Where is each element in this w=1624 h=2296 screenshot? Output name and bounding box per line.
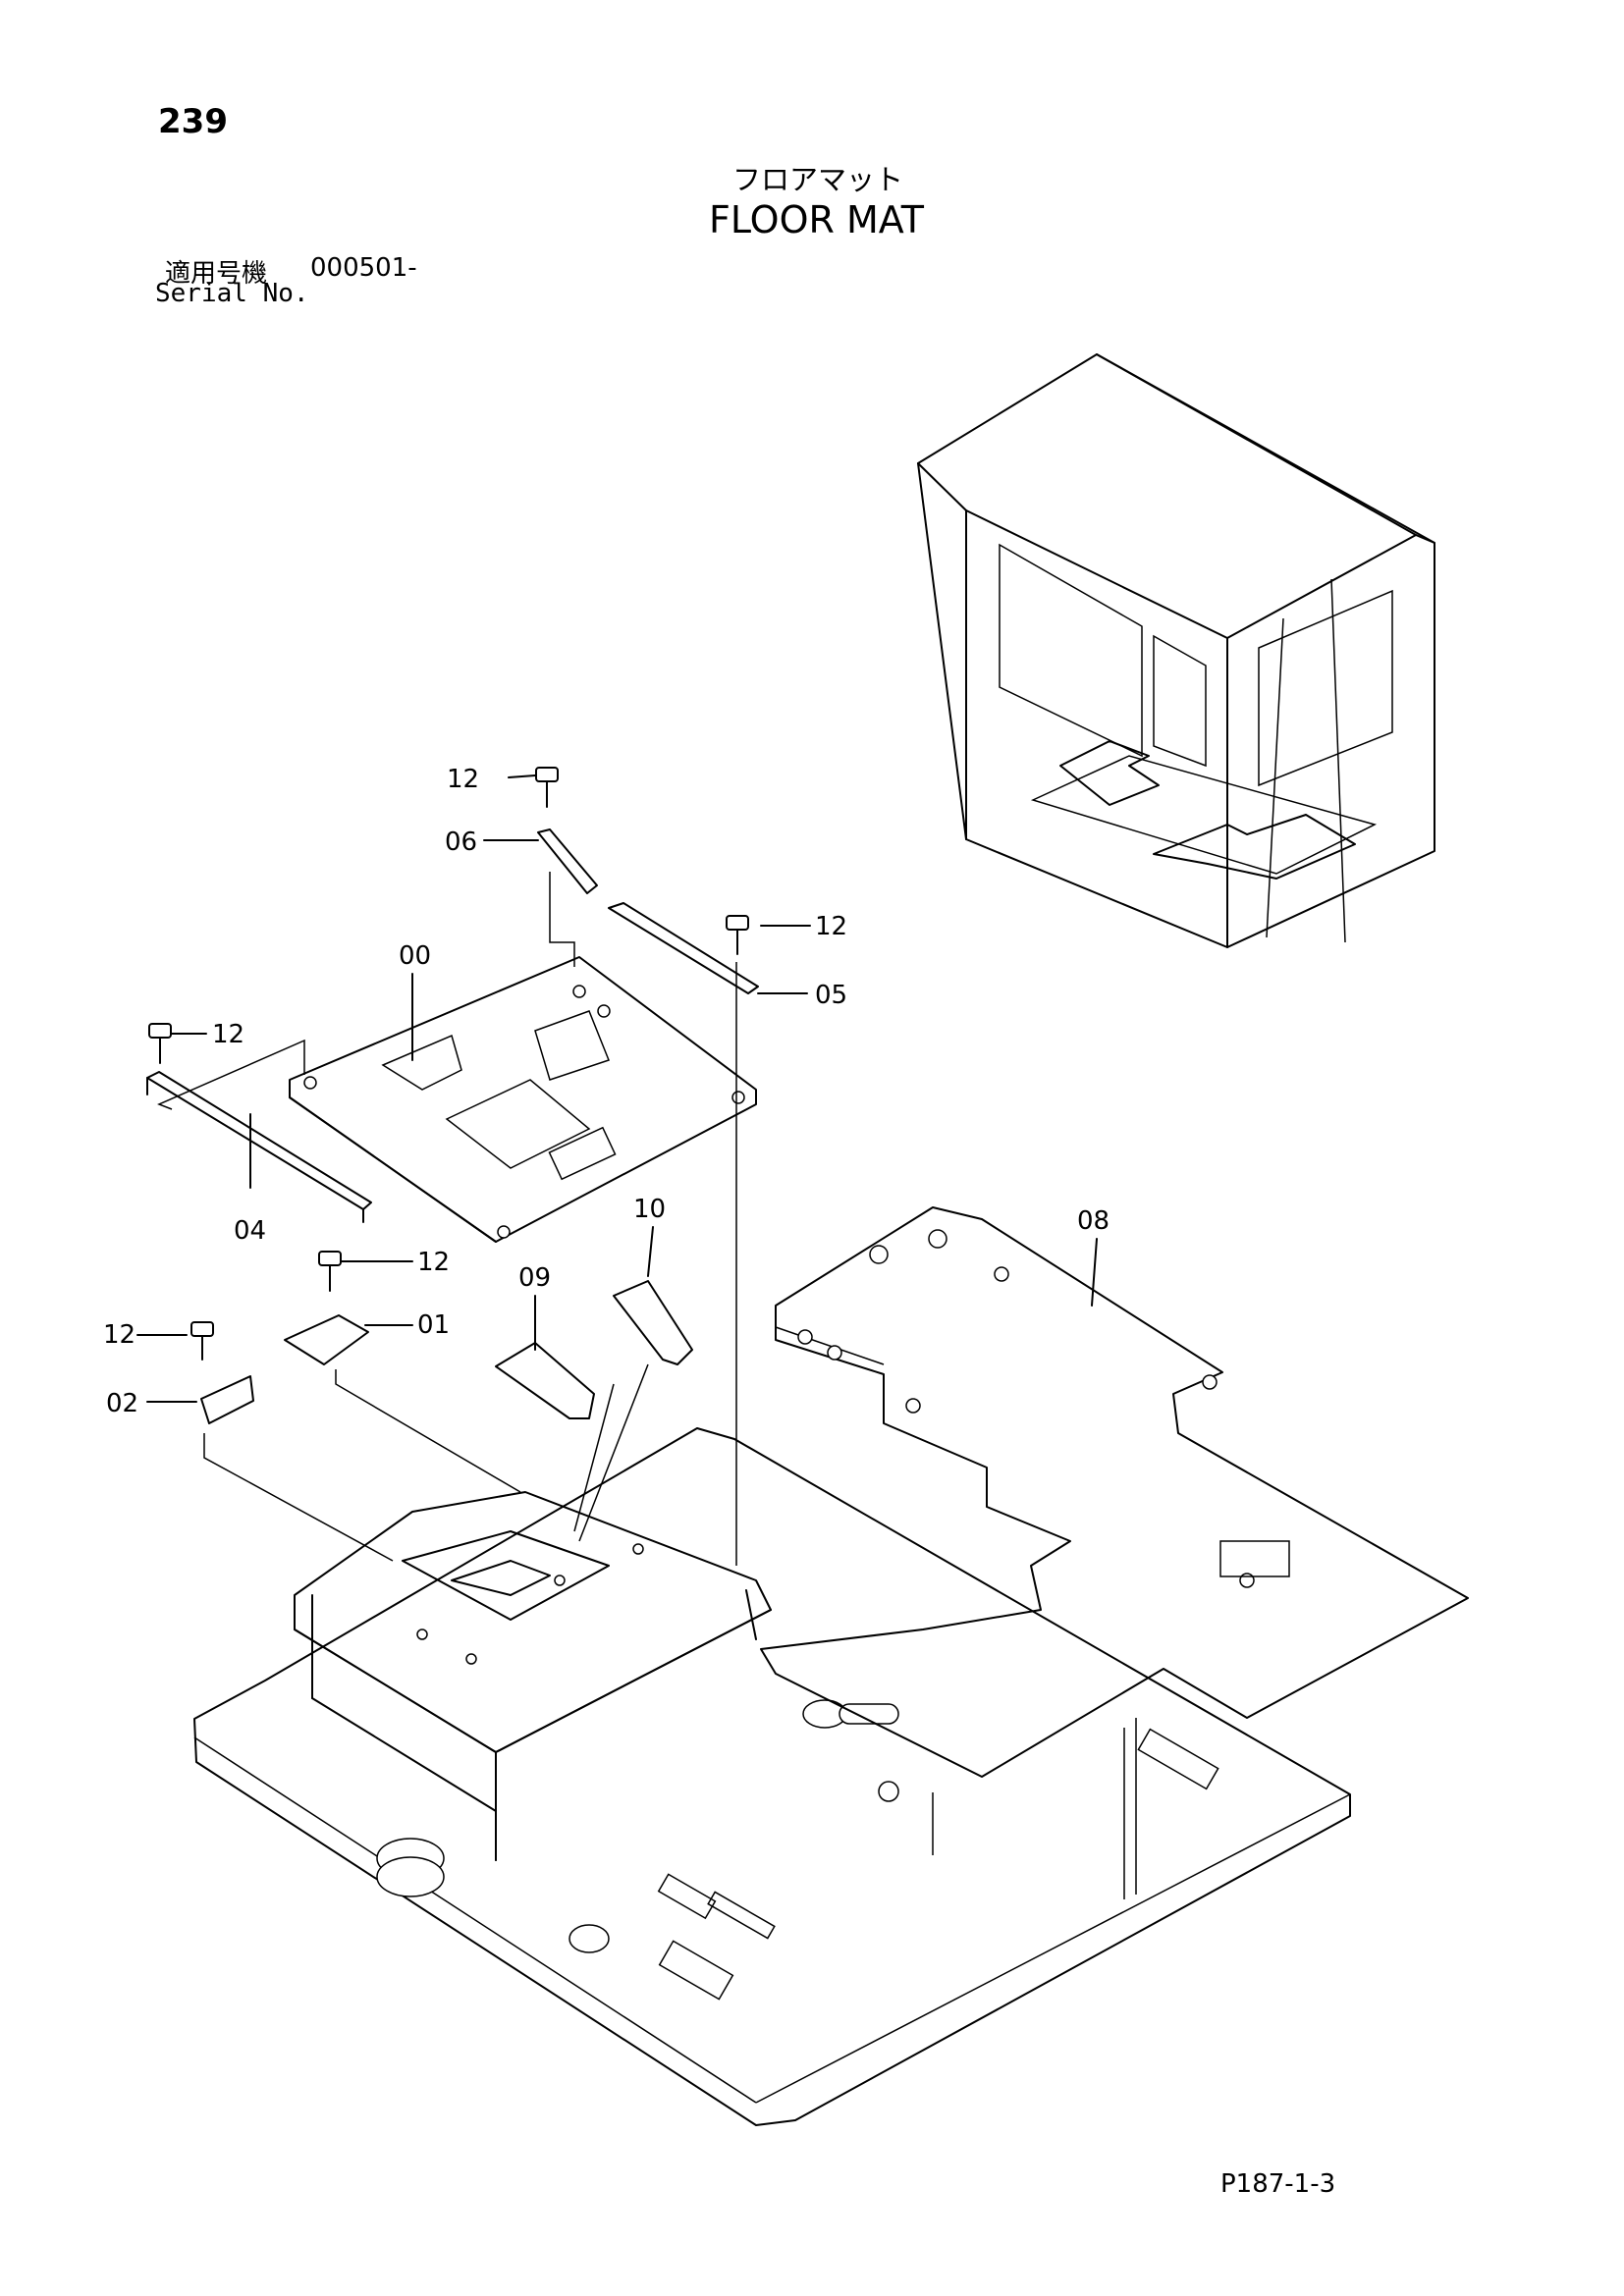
callout-12-right: 12 bbox=[815, 912, 847, 941]
floor-mat-00 bbox=[289, 956, 757, 1243]
callout-01: 01 bbox=[417, 1310, 450, 1340]
serial-label-english: Serial No. bbox=[155, 279, 309, 308]
strip-06 bbox=[537, 828, 598, 894]
cab-inset-illustration bbox=[917, 353, 1435, 948]
callout-12-lower: 12 bbox=[103, 1320, 135, 1350]
callout-00: 00 bbox=[399, 941, 431, 971]
bracket-01 bbox=[284, 1314, 369, 1365]
callout-12-left: 12 bbox=[212, 1020, 244, 1049]
bolt-12-e bbox=[190, 1321, 214, 1361]
callout-08: 08 bbox=[1077, 1206, 1110, 1236]
callout-02: 02 bbox=[106, 1389, 138, 1418]
page-number: 239 bbox=[158, 102, 228, 141]
serial-number-value: 000501- bbox=[310, 253, 417, 283]
callout-09: 09 bbox=[518, 1263, 551, 1293]
strip-04 bbox=[146, 1071, 372, 1223]
bolt-12-b bbox=[726, 915, 749, 955]
callout-12-top: 12 bbox=[447, 765, 479, 794]
page-code: P187-1-3 bbox=[1220, 2169, 1336, 2199]
floor-mat-08 bbox=[760, 1206, 1469, 1778]
bolt-12-c bbox=[148, 1023, 172, 1064]
bracket-02 bbox=[200, 1375, 254, 1424]
floor-plate bbox=[193, 1427, 1351, 2126]
callout-12-mid: 12 bbox=[417, 1248, 450, 1277]
page-title: FLOOR MAT bbox=[709, 198, 925, 241]
strip-05 bbox=[608, 902, 759, 994]
callout-05: 05 bbox=[815, 981, 847, 1010]
callout-10: 10 bbox=[633, 1195, 666, 1224]
title-japanese: フロアマット bbox=[732, 163, 904, 196]
serial-label-japanese: 適用号機 bbox=[165, 259, 268, 289]
assembly-leader-lines bbox=[136, 774, 1137, 1899]
callout-04: 04 bbox=[234, 1216, 266, 1246]
bolt-12-d bbox=[318, 1251, 342, 1292]
callout-06: 06 bbox=[445, 828, 477, 857]
bolt-12-a bbox=[535, 767, 559, 808]
pedal-09 bbox=[495, 1342, 595, 1419]
pedal-10 bbox=[613, 1280, 693, 1365]
pedal-base-frame bbox=[294, 1491, 772, 1861]
